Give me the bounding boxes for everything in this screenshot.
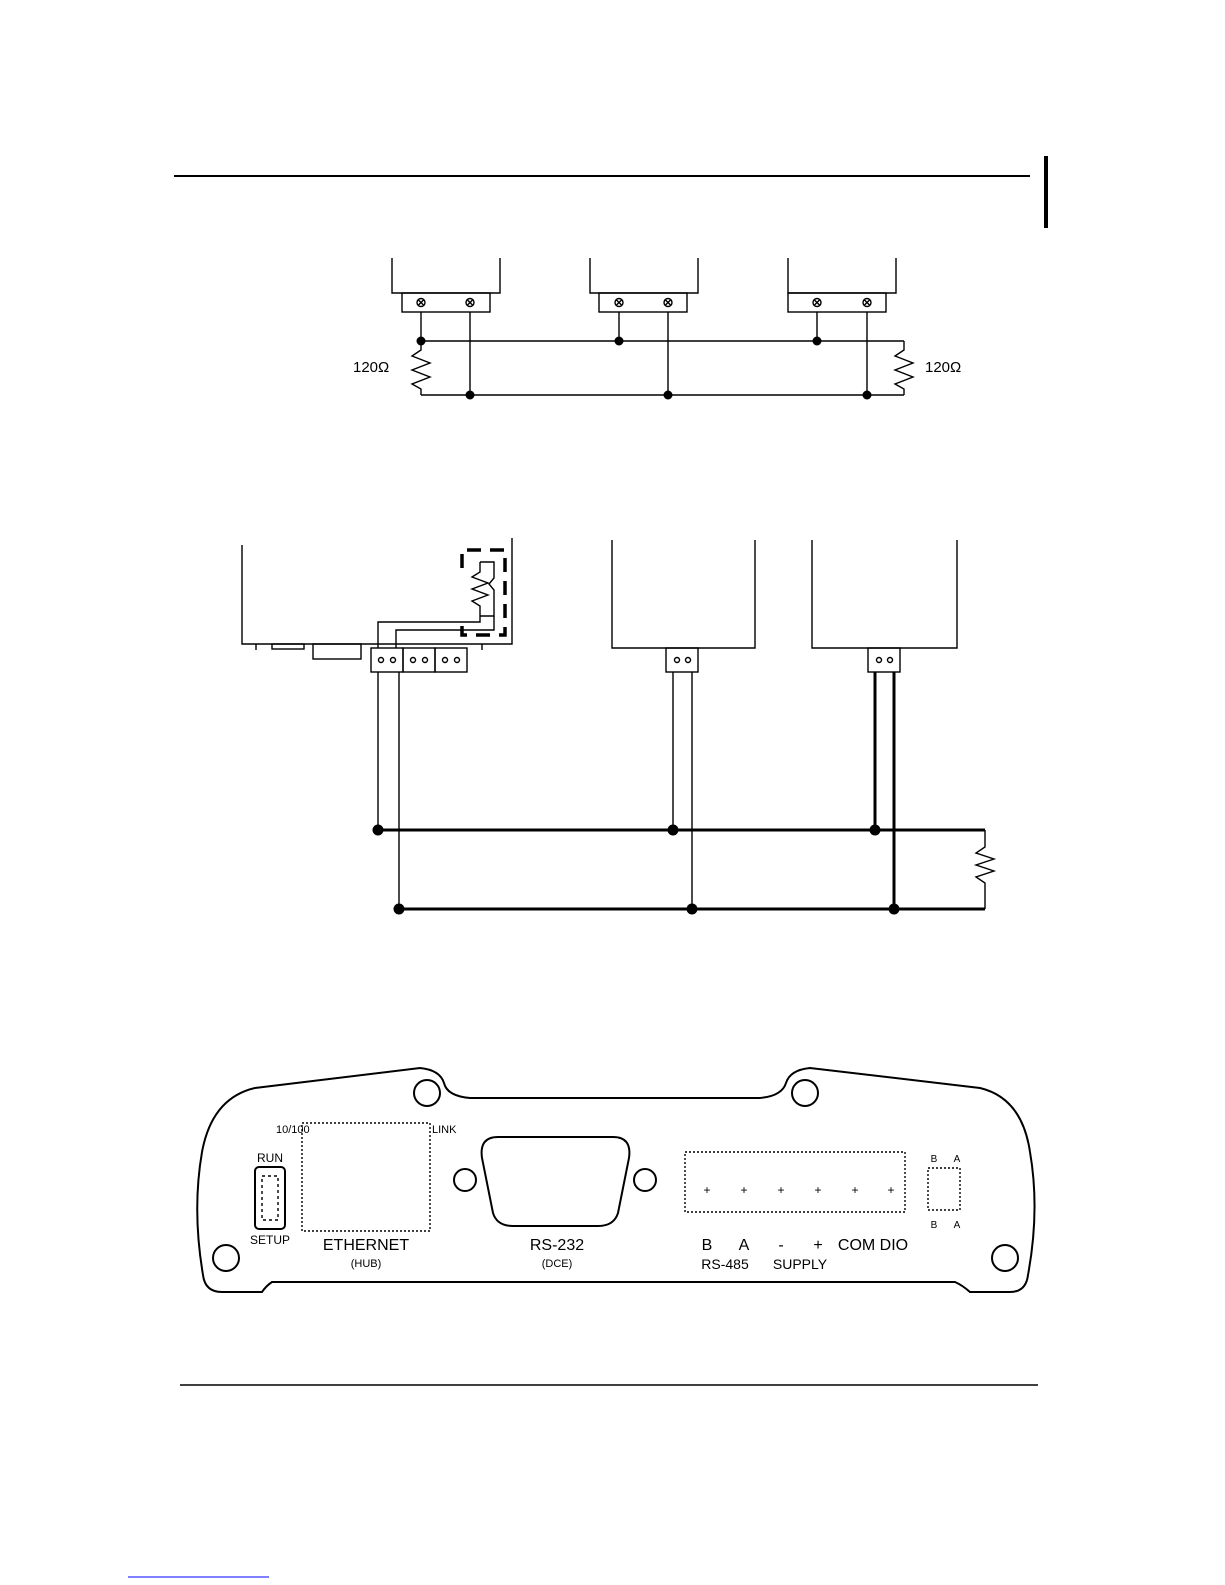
panel-enclosure <box>197 1068 1034 1292</box>
resistor-left <box>412 341 430 395</box>
svg-text:+: + <box>740 1183 747 1197</box>
rs232-connector[interactable] <box>482 1137 630 1226</box>
mount-hole <box>414 1080 440 1106</box>
supply-minus-label: - <box>778 1237 783 1254</box>
terminal-block[interactable] <box>685 1152 905 1212</box>
supply-label: SUPPLY <box>773 1256 828 1272</box>
ethernet-label: ETHERNET <box>323 1237 409 1254</box>
device-box-2 <box>590 258 698 312</box>
device-box-3 <box>788 258 896 312</box>
ethernet-led-10-100-label: 10/100 <box>276 1124 310 1136</box>
dip-switch[interactable] <box>928 1168 960 1210</box>
ethernet-led-link-label: LINK <box>432 1124 457 1136</box>
terminal-screws: + + + + + + <box>703 1183 894 1197</box>
svg-text:+: + <box>814 1183 821 1197</box>
mount-hole <box>213 1245 239 1271</box>
supply-plus-label: + <box>813 1237 822 1254</box>
resistor-right-label: 120Ω <box>925 359 961 376</box>
dip-label-top-right: A <box>954 1154 961 1165</box>
mount-hole <box>992 1245 1018 1271</box>
main-unit-box <box>242 538 512 644</box>
db9-screw-left <box>454 1169 476 1191</box>
remote-device-2 <box>812 540 957 672</box>
terminal-label-b: B <box>702 1237 713 1254</box>
svg-text:+: + <box>777 1183 784 1197</box>
switch-label-run: RUN <box>257 1151 283 1165</box>
unit-terminal-blocks <box>371 648 467 672</box>
device-front-panel: RUN SETUP 10/100 LINK ETHERNET (HUB) RS-… <box>197 1068 1034 1292</box>
rs232-label: RS-232 <box>530 1237 584 1254</box>
remote-device-1 <box>612 540 755 672</box>
db9-screw-right <box>634 1169 656 1191</box>
resistor-right <box>895 341 913 395</box>
com-dio-label: COM DIO <box>838 1237 908 1254</box>
rs232-sublabel: (DCE) <box>542 1258 573 1270</box>
rs485-label: RS-485 <box>701 1256 749 1272</box>
diagram-internal-terminator <box>242 538 994 915</box>
svg-text:+: + <box>851 1183 858 1197</box>
device-box-1 <box>392 258 500 312</box>
svg-text:+: + <box>703 1183 710 1197</box>
terminal-label-a: A <box>739 1237 750 1254</box>
internal-resistor <box>472 562 488 616</box>
svg-text:+: + <box>887 1183 894 1197</box>
resistor-left-label: 120Ω <box>353 359 389 376</box>
dip-label-bottom-right: A <box>954 1220 961 1231</box>
ethernet-port[interactable] <box>302 1123 430 1231</box>
switch-label-setup: SETUP <box>250 1233 290 1247</box>
mount-hole <box>792 1080 818 1106</box>
diagram-bus-terminators: 120Ω 120Ω <box>353 258 961 400</box>
dip-label-bottom-left: B <box>931 1220 938 1231</box>
ethernet-sublabel: (HUB) <box>351 1258 382 1270</box>
dip-label-top-left: B <box>931 1154 938 1165</box>
end-resistor <box>976 830 994 909</box>
